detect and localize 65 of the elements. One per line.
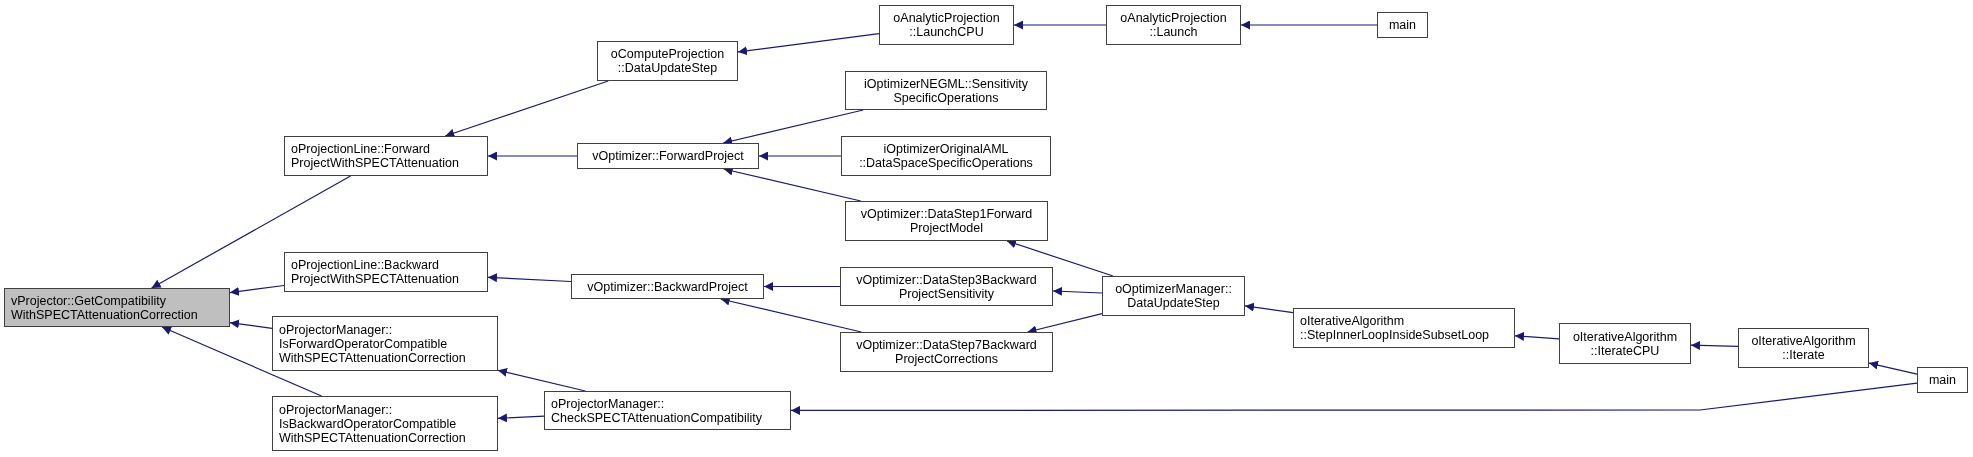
function-box [845, 201, 1048, 241]
arrow [497, 368, 586, 392]
function-box [544, 391, 791, 430]
function-box [1293, 308, 1515, 348]
function-box [840, 267, 1053, 306]
function-name: main [1388, 18, 1417, 32]
function-name: vOptimizer::ForwardProject [592, 149, 744, 163]
function-box [571, 274, 764, 299]
function-box [879, 5, 1014, 45]
function-box [840, 332, 1053, 372]
function-box [4, 288, 230, 327]
function-name: main [1928, 373, 1957, 387]
function-box [841, 136, 1051, 176]
arrow [487, 151, 578, 161]
arrow [737, 33, 880, 56]
function-box [1917, 367, 1968, 393]
function-box [1106, 5, 1241, 45]
function-box [597, 41, 738, 81]
arrow [1514, 331, 1560, 341]
arrow [1052, 286, 1103, 296]
arrow [1690, 340, 1739, 350]
function-name: oOptimizerManager:: DataUpdateStep [1114, 282, 1233, 310]
function-box [577, 143, 759, 169]
function-name: vOptimizer::DataStep3Backward ProjectSensitivity [855, 272, 1038, 301]
function-name: oProjectorManager:: IsForwardOperatorCompatible WithSPECTAttenuationCorrection [279, 322, 467, 365]
function-box [284, 136, 488, 176]
function-name: oAnalyticProjection ::LaunchCPU [892, 11, 1001, 39]
arrow [758, 151, 842, 161]
arrow [497, 413, 545, 423]
function-name: oProjectionLine::Forward ProjectWithSPECTAttenuation [291, 142, 460, 170]
arrow [161, 326, 323, 397]
function-name: oProjectionLine::Backward ProjectWithSPECTAttenuation [291, 258, 460, 286]
function-name: oIterativeAlgorithm ::Iterate [1750, 334, 1857, 362]
function-name: oAnalyticProjection ::Launch [1119, 11, 1228, 39]
arrow [1244, 302, 1294, 314]
function-box [1559, 323, 1691, 364]
arrow [151, 175, 352, 289]
function-name: oComputeProjection ::DataUpdateStep [609, 47, 726, 75]
function-name: vOptimizer::DataStep1Forward ProjectModel [859, 207, 1034, 235]
arrow [1013, 20, 1107, 30]
function-box [1377, 12, 1428, 38]
function-name: iOptimizerOriginalAML ::DataSpaceSpecificOperations [858, 142, 1034, 170]
function-box [1738, 328, 1869, 368]
function-box [272, 396, 498, 451]
function-box [1102, 276, 1245, 316]
arrow [487, 273, 572, 283]
function-name: oProjectorManager:: IsBackwardOperatorCompatible WithSPECTAttenuationCorrection [279, 402, 467, 445]
arrow [1868, 360, 1918, 375]
function-name: oIterativeAlgorithm ::StepInnerLoopInsideSubsetLoop [1300, 314, 1491, 342]
arrow [763, 282, 841, 291]
function-box [284, 252, 488, 292]
function-name: vOptimizer::BackwardProject [587, 279, 748, 294]
function-name: oProjectorManager:: CheckSPECTAttenuationCompatibility [551, 396, 763, 425]
function-name: iOptimizerNEGML::Sensitivity SpecificOperations [863, 76, 1029, 105]
arrow [229, 319, 273, 329]
arrow [444, 80, 609, 138]
arrow [790, 382, 1918, 415]
function-name: oIterativeAlgorithm ::IterateCPU [1571, 329, 1679, 358]
arrow [1006, 239, 1114, 277]
function-name: vProjector::GetCompatibility WithSPECTAttenuationCorrection [11, 293, 199, 322]
function-name: vOptimizer::DataStep7Backward ProjectCorrections [855, 338, 1038, 366]
function-box [272, 316, 498, 371]
function-box [845, 71, 1047, 110]
arrow [229, 284, 285, 296]
arrow [1240, 20, 1378, 30]
